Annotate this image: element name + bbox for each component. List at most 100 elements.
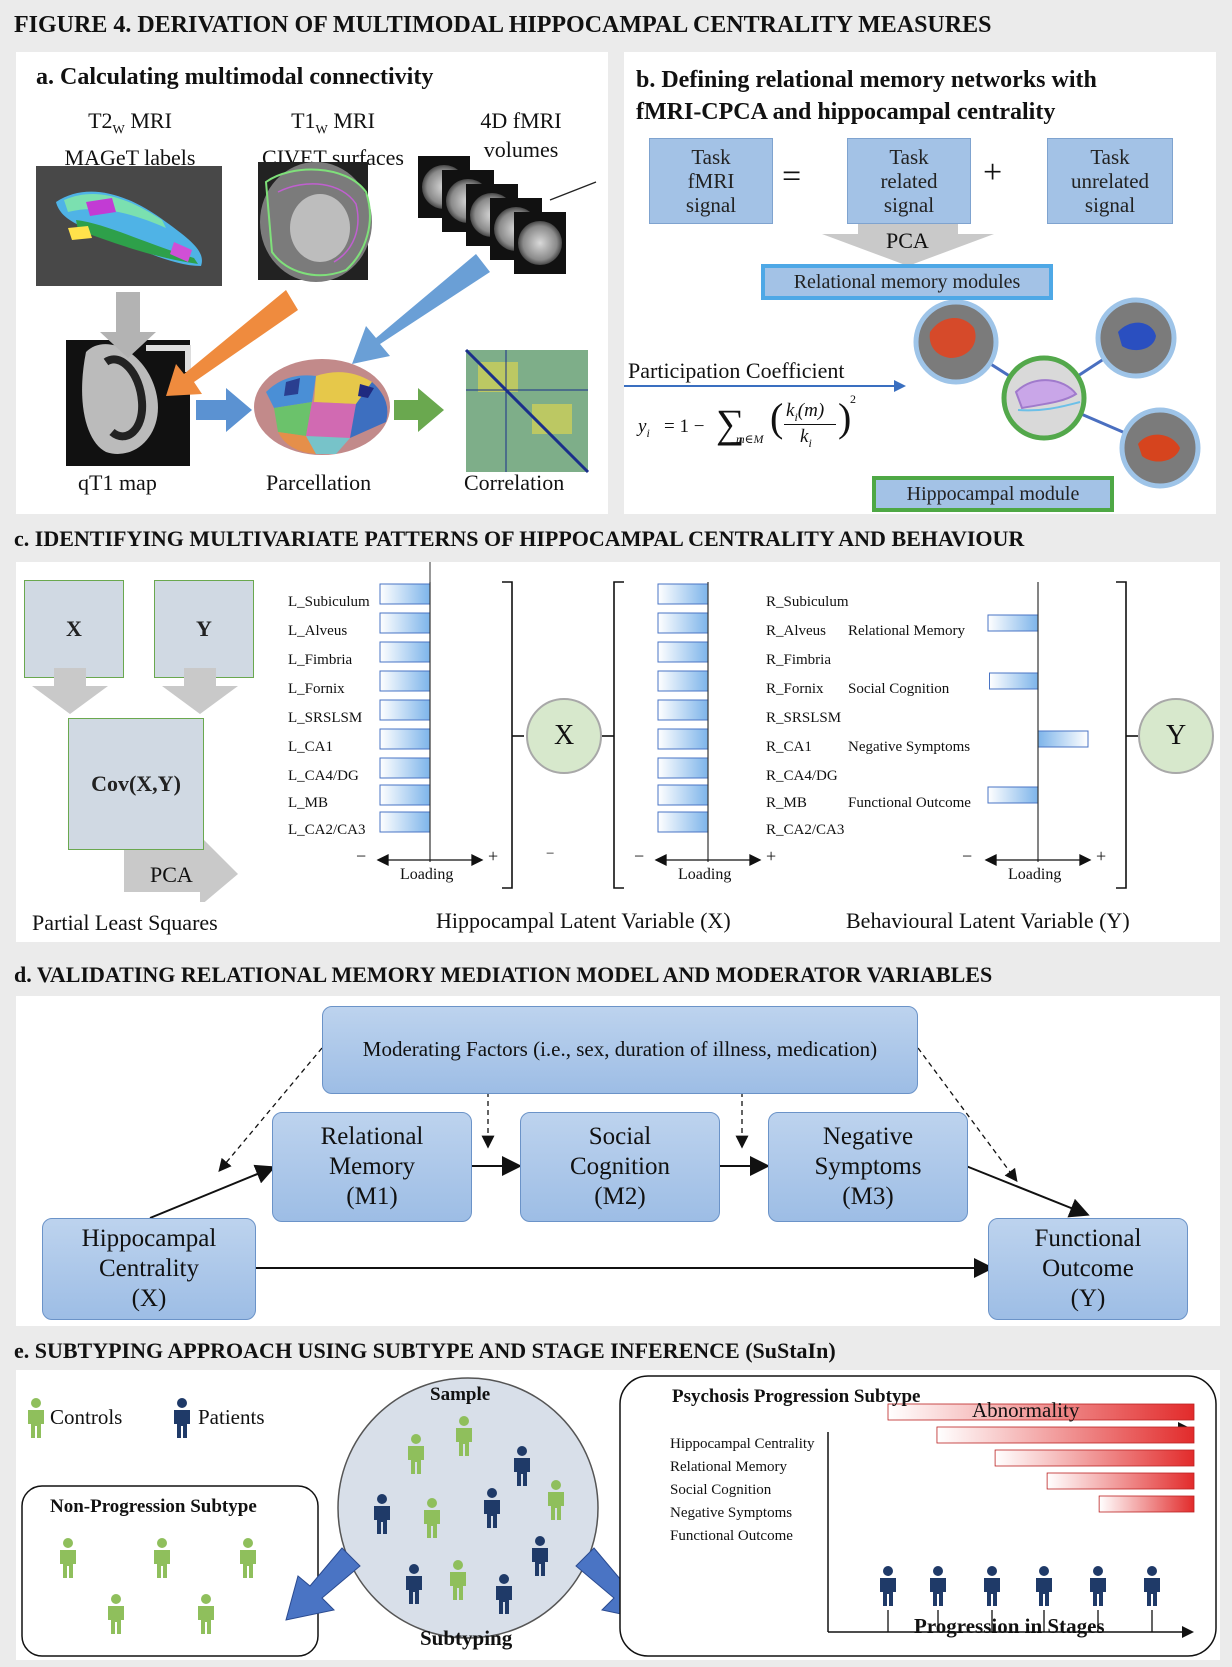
behaviour-label: Negative Symptoms [848, 739, 971, 755]
parcellation-brain [254, 359, 390, 455]
panel-a-graphics [36, 156, 597, 474]
left-region-label: L_CA4/DG [288, 768, 359, 784]
patients-label: Patients [198, 1405, 265, 1429]
beh-loading-label: Loading [1008, 866, 1062, 883]
progression-row-label: Functional Outcome [670, 1528, 793, 1544]
equals-sign: = [782, 158, 802, 195]
abnormality-bar [994, 1449, 1195, 1467]
right-loading-bar [657, 757, 709, 779]
abnormality-bar [936, 1426, 1195, 1444]
non-progression-label: Non-Progression Subtype [50, 1496, 257, 1517]
hippocampal-lv-label: Hippocampal Latent Variable (X) [436, 908, 731, 933]
controls-label: Controls [50, 1405, 123, 1429]
left-loading-label: Loading [400, 866, 454, 883]
panel-c-title: c. IDENTIFYING MULTIVARIATE PATTERNS OF … [14, 526, 1025, 551]
plus-sign: + [983, 154, 1003, 191]
qt1-map-label: qT1 map [78, 470, 157, 495]
mediation-arrows [149, 1047, 1090, 1278]
left-region-label: L_SRSLSM [288, 710, 363, 726]
t2-mri-image [36, 166, 222, 286]
right-region-label: R_MB [766, 795, 807, 811]
network-graph [913, 297, 1201, 489]
abnormality-bar [1098, 1495, 1195, 1513]
progression-row-label: Relational Memory [670, 1459, 788, 1475]
behaviour-loading-bar [989, 672, 1039, 690]
loading-plots [376, 562, 1214, 889]
left-loading-bar [379, 811, 431, 833]
left-minus: − [546, 846, 555, 862]
right-region-label: R_SRSLSM [766, 710, 842, 726]
right-region-label: R_Fornix [766, 681, 824, 697]
parcellation-label: Parcellation [266, 470, 372, 495]
pls-label: Partial Least Squares [32, 910, 218, 935]
t1-mri-image [258, 162, 372, 282]
mid-axis-minus: − [634, 846, 645, 866]
pca-label-c: PCA [150, 862, 193, 887]
figure-title: FIGURE 4. DERIVATION OF MULTIMODAL HIPPO… [14, 12, 992, 38]
panel-d-title: d. VALIDATING RELATIONAL MEMORY MEDIATIO… [14, 962, 993, 987]
beh-axis-minus: − [962, 846, 973, 866]
x-box: X [24, 580, 124, 678]
left-region-label: L_CA1 [288, 739, 333, 755]
fmri-volumes [418, 156, 566, 274]
right-loading-bars [657, 583, 709, 833]
abnormality-label: Abnormality [972, 1398, 1080, 1422]
left-loading-bar [379, 670, 431, 692]
behavioural-lv-label: Behavioural Latent Variable (Y) [846, 908, 1130, 933]
left-region-label: L_MB [288, 795, 329, 811]
y-circle-label: Y [1166, 720, 1187, 751]
right-loading-bar [657, 699, 709, 721]
left-axis-minus: − [356, 846, 367, 866]
left-loading-bar [379, 641, 431, 663]
panel-a-title: a. Calculating multimodal connectivity [36, 64, 434, 90]
progression-axis-label: Progression in Stages [914, 1614, 1105, 1638]
panel-e-graphics [21, 1375, 1217, 1657]
right-loading-bar [657, 612, 709, 634]
correlation-matrix [464, 348, 590, 474]
behaviour-label: Social Cognition [848, 681, 950, 697]
behaviour-label: Functional Outcome [848, 795, 971, 811]
progression-row-label: Social Cognition [670, 1482, 772, 1498]
abnormality-bar [887, 1403, 1195, 1421]
left-region-label: L_Alveus [288, 623, 348, 639]
participation-coefficient-label: Participation Coefficient [628, 358, 845, 383]
panel-b-graphics [624, 224, 1201, 489]
moderating-factors-box: Moderating Factors (i.e., sex, duration … [322, 1006, 918, 1094]
left-loading-bar [379, 784, 431, 806]
right-region-label: R_CA1 [766, 739, 812, 755]
left-loading-bar [379, 699, 431, 721]
progression-subtype-title: Psychosis Progression Subtype [672, 1386, 921, 1407]
sample-label: Sample [430, 1384, 491, 1405]
y-box: Y [154, 580, 254, 678]
right-region-label: R_Fimbria [766, 652, 832, 668]
hippocampal-module-box: Hippocampal module [872, 476, 1114, 512]
panel-b-title: b. Defining relational memory networks w… [636, 67, 1097, 125]
correlation-label: Correlation [464, 470, 565, 495]
progression-row-label: Negative Symptoms [670, 1505, 793, 1521]
left-loading-bar [379, 612, 431, 634]
behaviour-loading-bar [987, 786, 1039, 804]
right-loading-bar [657, 784, 709, 806]
beh-axis-plus: + [1096, 846, 1107, 866]
controls-legend-icon [28, 1398, 44, 1438]
mid-loading-label: Loading [678, 866, 732, 883]
mid-axis-plus: + [766, 846, 777, 866]
right-loading-bar [657, 641, 709, 663]
right-loading-bar [657, 583, 709, 605]
patients-legend-icon [174, 1398, 190, 1438]
cov-xy-box: Cov(X,Y) [68, 718, 204, 850]
left-loading-bar [379, 728, 431, 750]
left-loading-bar [379, 583, 431, 605]
right-region-label: R_CA4/DG [766, 768, 838, 784]
progression-row-label: Hippocampal Centrality [670, 1436, 815, 1452]
right-loading-bar [657, 811, 709, 833]
left-region-label: L_CA2/CA3 [288, 822, 366, 838]
qt1-map-image [66, 340, 191, 466]
